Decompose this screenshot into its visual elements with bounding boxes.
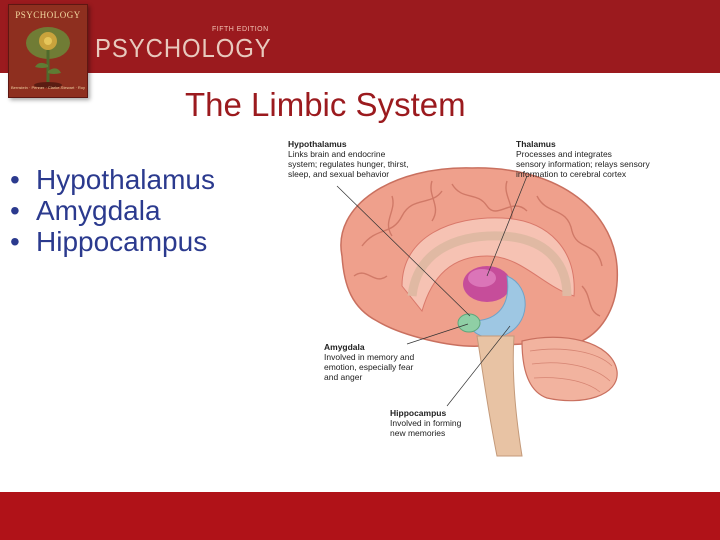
thalamus-label: Thalamus <box>516 139 556 149</box>
bullet-list: • Hypothalamus • Amygdala • Hippocampus <box>10 165 215 258</box>
hypothalamus-callout: Hypothalamus Links brain and endocrine s… <box>288 139 408 179</box>
amygdala-desc-2: emotion, especially fear <box>324 362 414 372</box>
bullet-icon: • <box>10 164 20 195</box>
bullet-item: • Hypothalamus <box>10 165 215 195</box>
bullet-text: Amygdala <box>36 195 161 226</box>
amygdala-callout: Amygdala Involved in memory and emotion,… <box>324 342 414 382</box>
bullet-item: • Hippocampus <box>10 227 215 257</box>
thalamus-desc-3: information to cerebral cortex <box>516 169 627 179</box>
hypothalamus-desc-2: system; regulates hunger, thirst, <box>288 159 409 169</box>
bullet-icon: • <box>10 226 20 257</box>
amygdala-desc-3: and anger <box>324 372 363 382</box>
hypothalamus-label: Hypothalamus <box>288 139 347 149</box>
bullet-text: Hippocampus <box>36 226 208 257</box>
bullet-item: • Amygdala <box>10 196 215 226</box>
hippocampus-label: Hippocampus <box>390 408 447 418</box>
brain-illustration <box>336 167 619 457</box>
hippocampus-desc-2: new memories <box>390 428 446 438</box>
hypothalamus-desc-3: sleep, and sexual behavior <box>288 169 390 179</box>
footer-band <box>0 492 720 540</box>
book-cover-art <box>9 5 87 97</box>
header-band <box>0 0 720 73</box>
book-cover-thumbnail: PSYCHOLOGY Bernstein · Penner · Clarke-S… <box>8 4 88 98</box>
amygdala-desc-1: Involved in memory and <box>324 352 415 362</box>
hippocampus-desc-1: Involved in forming <box>390 418 462 428</box>
book-cover-title: PSYCHOLOGY <box>15 10 81 20</box>
bullet-icon: • <box>10 195 20 226</box>
book-cover-authors: Bernstein · Penner · Clarke-Stewart · Ro… <box>10 85 86 90</box>
hypothalamus-desc-1: Links brain and endocrine <box>288 149 386 159</box>
thalamus-callout: Thalamus Processes and integrates sensor… <box>516 139 650 179</box>
thalamus-desc-1: Processes and integrates <box>516 149 612 159</box>
brand-title: PSYCHOLOGY <box>95 33 272 63</box>
slide-title: The Limbic System <box>185 86 466 123</box>
brain-diagram: Hypothalamus Links brain and endocrine s… <box>282 136 692 466</box>
bullet-text: Hypothalamus <box>36 164 215 195</box>
edition-label: FIFTH EDITION <box>212 26 269 33</box>
thalamus-desc-2: sensory information; relays sensory <box>516 159 650 169</box>
hippocampus-callout: Hippocampus Involved in forming new memo… <box>390 408 461 438</box>
amygdala-label: Amygdala <box>324 342 365 352</box>
